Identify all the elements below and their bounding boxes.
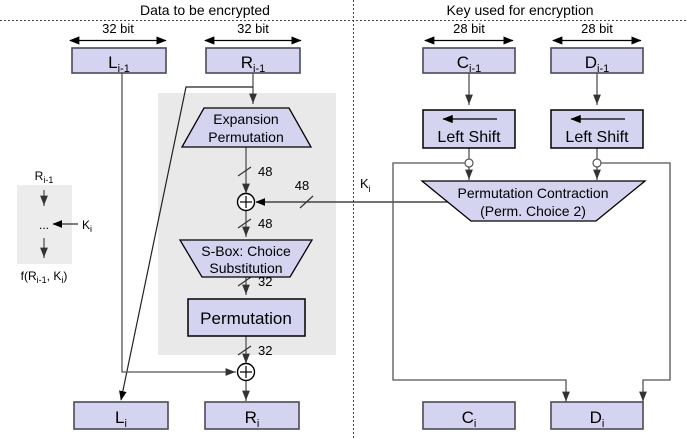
slash-permutation-out [237, 345, 252, 356]
register-label-l-out: L [115, 408, 124, 427]
register-label-d-out: D [590, 408, 602, 427]
bits-expansion-out: 48 [258, 164, 272, 179]
header-data: Data to be encrypted [140, 2, 270, 18]
svg-text:Ri: Ri [245, 408, 260, 430]
width-label-r-prev: 32 bit [237, 21, 269, 36]
svg-text:Di: Di [590, 408, 605, 430]
register-label-l-prev: L [108, 53, 117, 72]
header-key: Key used for encryption [446, 2, 593, 18]
legend-input-label: Ri-1 [35, 169, 54, 185]
permutation-label: Permutation [200, 309, 292, 328]
block-permutation[interactable]: Permutation [187, 298, 306, 337]
svg-text:Di-1: Di-1 [585, 53, 610, 75]
wire-branch-dout [597, 162, 671, 402]
register-label-r-prev: R [241, 53, 253, 72]
wire-lprev-to-xor [121, 72, 236, 376]
junction-dot-d [592, 158, 602, 168]
bits-subkey: 48 [295, 178, 309, 193]
expansion-line1: Expansion [213, 111, 278, 127]
register-box-r-prev[interactable]: Ri-1 [205, 47, 301, 75]
sbox-line2: Substitution [209, 260, 282, 276]
width-label-d-prev: 28 bit [581, 21, 613, 36]
left-shift-d-label: Left Shift [565, 129, 629, 146]
legend-dots: ... [39, 218, 49, 232]
register-label-c-prev: C [457, 53, 469, 72]
width-label-l-prev: 32 bit [102, 21, 134, 36]
xor-gate-feistel [236, 362, 256, 382]
block-left-shift-d[interactable]: Left Shift [550, 109, 644, 149]
contraction-line2: (Perm. Choice 2) [480, 203, 586, 219]
slash-subkey [299, 195, 314, 209]
svg-text:Ci-1: Ci-1 [457, 53, 482, 75]
register-label-d-prev: D [585, 53, 597, 72]
bits-sbox-out: 32 [258, 274, 272, 289]
contraction-line1: Permutation Contraction [458, 185, 609, 201]
register-box-d-out[interactable]: Di [550, 401, 644, 430]
block-expansion-permutation[interactable]: Expansion Permutation [180, 107, 313, 148]
slash-expansion-out [237, 166, 252, 177]
slash-sbox-out [237, 276, 252, 287]
register-box-c-prev[interactable]: Ci-1 [422, 47, 516, 75]
junction-dot-c [464, 158, 474, 168]
legend-output-label: f(Ri-1, Ki) [21, 269, 68, 285]
register-box-l-prev[interactable]: Li-1 [71, 47, 167, 75]
register-label-r-out: R [245, 408, 257, 427]
block-left-shift-c[interactable]: Left Shift [422, 109, 516, 149]
register-box-r-out[interactable]: Ri [204, 401, 300, 430]
svg-text:Ri-1: Ri-1 [241, 53, 266, 75]
register-label-c-out: C [462, 408, 474, 427]
block-sbox-substitution[interactable]: S-Box: Choice Substitution [178, 239, 314, 278]
subkey-label: Ki [360, 176, 371, 194]
sbox-line1: S-Box: Choice [201, 243, 291, 259]
block-permutation-contraction[interactable]: Permutation Contraction (Perm. Choice 2) [420, 180, 647, 222]
register-box-l-out[interactable]: Li [73, 401, 169, 430]
svg-text:Li: Li [115, 408, 127, 430]
wire-branch-cout [392, 162, 570, 402]
register-box-d-prev[interactable]: Di-1 [550, 47, 644, 75]
register-box-c-out[interactable]: Ci [422, 401, 516, 430]
bits-xor-out: 48 [258, 216, 272, 231]
bits-permutation-out: 32 [258, 343, 272, 358]
svg-text:Ci: Ci [462, 408, 477, 430]
left-shift-c-label: Left Shift [437, 129, 501, 146]
svg-text:Li-1: Li-1 [108, 53, 130, 75]
expansion-line2: Permutation [208, 129, 283, 145]
legend-key-label: Ki [82, 218, 92, 234]
slash-xor-out [237, 218, 252, 229]
wire-rprev-branch-to-lout [119, 86, 253, 401]
xor-gate-key [236, 192, 256, 212]
width-label-c-prev: 28 bit [453, 21, 485, 36]
